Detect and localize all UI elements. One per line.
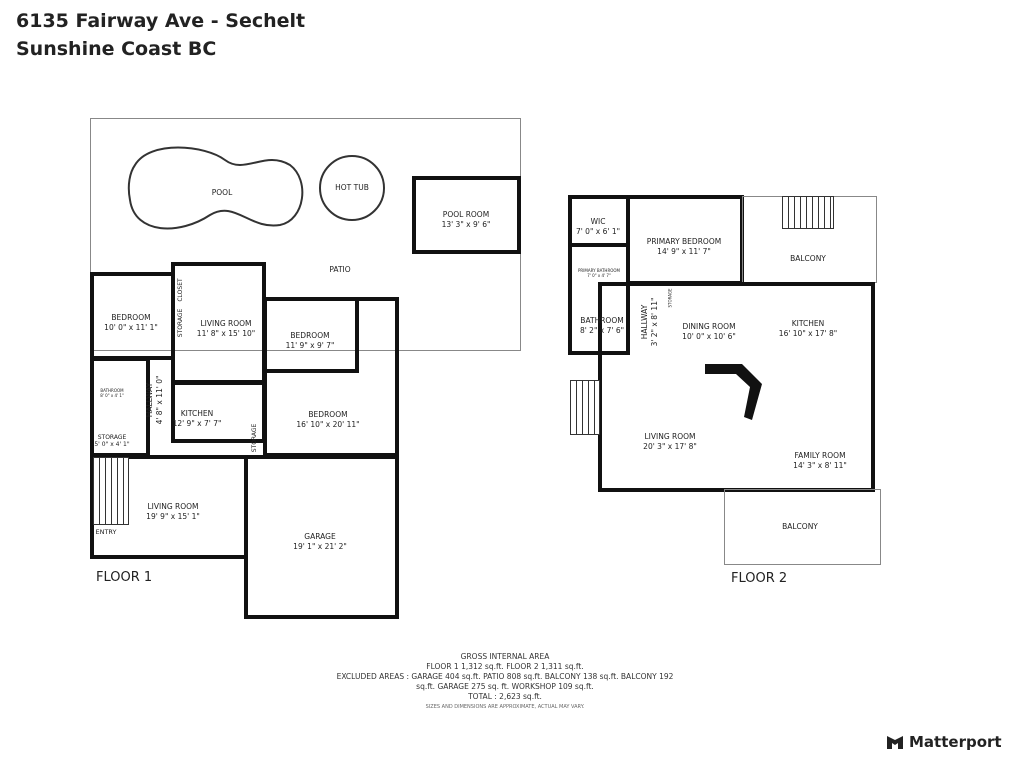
balcony-outline (724, 489, 881, 565)
room-label: CLOSET (177, 278, 184, 302)
region-line: Sunshine Coast BC (16, 38, 217, 60)
room-label: STORAGE (251, 423, 258, 453)
room-label: STORAGE (177, 308, 184, 338)
address-line: 6135 Fairway Ave - Sechelt (16, 10, 306, 32)
room-label: BALCONY (790, 254, 826, 263)
room-label: PATIO (329, 265, 351, 274)
main-floor-walls (598, 282, 875, 492)
area-floors: FLOOR 1 1,312 sq.ft. FLOOR 2 1,311 sq.ft… (426, 662, 584, 671)
floor-2-label: FLOOR 2 (731, 571, 788, 586)
matterport-logo-icon (887, 736, 903, 749)
bedroom-walls (263, 297, 399, 457)
room-label: ENTRY (95, 528, 117, 536)
room-label: BALCONY (782, 522, 818, 531)
room-label: STORAGE (667, 288, 673, 308)
pool-room-walls (412, 176, 521, 254)
area-heading: GROSS INTERNAL AREA (460, 652, 550, 661)
stairs (93, 457, 129, 525)
stairs (782, 196, 834, 229)
garage-walls (244, 455, 399, 619)
fireplace-shape (705, 364, 762, 420)
area-disclaimer: SIZES AND DIMENSIONS ARE APPROXIMATE, AC… (425, 704, 585, 710)
area-excluded: EXCLUDED AREAS : GARAGE 404 sq.ft. PATIO… (336, 672, 674, 691)
kitchen-walls (171, 381, 266, 443)
brand-name: Matterport (909, 733, 1002, 751)
hot-tub-shape (319, 155, 385, 221)
room-label: POOL (211, 188, 233, 197)
area-summary: GROSS INTERNAL AREA FLOOR 1 1,312 sq.ft.… (330, 652, 680, 712)
floor-1-label: FLOOR 1 (96, 570, 153, 585)
stairs (570, 380, 600, 435)
room-label: HOT TUB (335, 183, 369, 192)
brand-logo: Matterport (886, 733, 1002, 751)
area-total: TOTAL : 2,623 sq.ft. (468, 692, 542, 701)
pool-shape (127, 146, 304, 230)
